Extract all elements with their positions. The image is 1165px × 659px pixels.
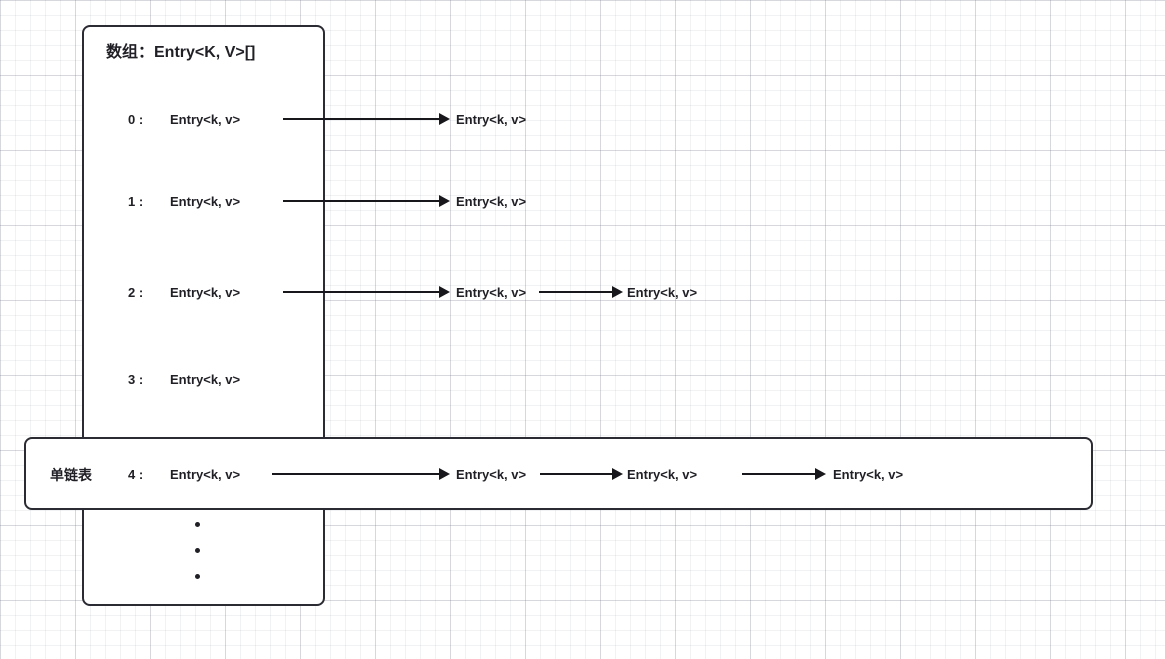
array-title: 数组：Entry<K, V>[]: [106, 44, 256, 61]
chain-entry-4-3: Entry<k, v>: [833, 467, 904, 482]
bucket-head-entry-0: Entry<k, v>: [170, 112, 241, 127]
chain-entry-2-2: Entry<k, v>: [627, 285, 698, 300]
chain-arrow-2-2: [539, 286, 623, 298]
bucket-head-entry-4: Entry<k, v>: [170, 467, 241, 482]
ellipsis-dot: [195, 574, 200, 579]
bucket-index-2: 2 :: [128, 285, 144, 300]
chain-entry-0-1: Entry<k, v>: [456, 112, 527, 127]
chain-entry-4-1: Entry<k, v>: [456, 467, 527, 482]
linked-list-label: 单链表: [50, 467, 92, 483]
bucket-head-entry-1: Entry<k, v>: [170, 194, 241, 209]
ellipsis-dot: [195, 522, 200, 527]
bucket-head-entry-3: Entry<k, v>: [170, 372, 241, 387]
vertical-ellipsis: [195, 522, 203, 579]
bucket-index-0: 0 :: [128, 112, 144, 127]
bucket-index-3: 3 :: [128, 372, 144, 387]
ellipsis-dot: [195, 548, 200, 553]
bucket-index-4: 4 :: [128, 467, 144, 482]
chain-entry-1-1: Entry<k, v>: [456, 194, 527, 209]
chain-entry-2-1: Entry<k, v>: [456, 285, 527, 300]
chain-entry-4-2: Entry<k, v>: [627, 467, 698, 482]
bucket-index-1: 1 :: [128, 194, 144, 209]
bucket-head-entry-2: Entry<k, v>: [170, 285, 241, 300]
